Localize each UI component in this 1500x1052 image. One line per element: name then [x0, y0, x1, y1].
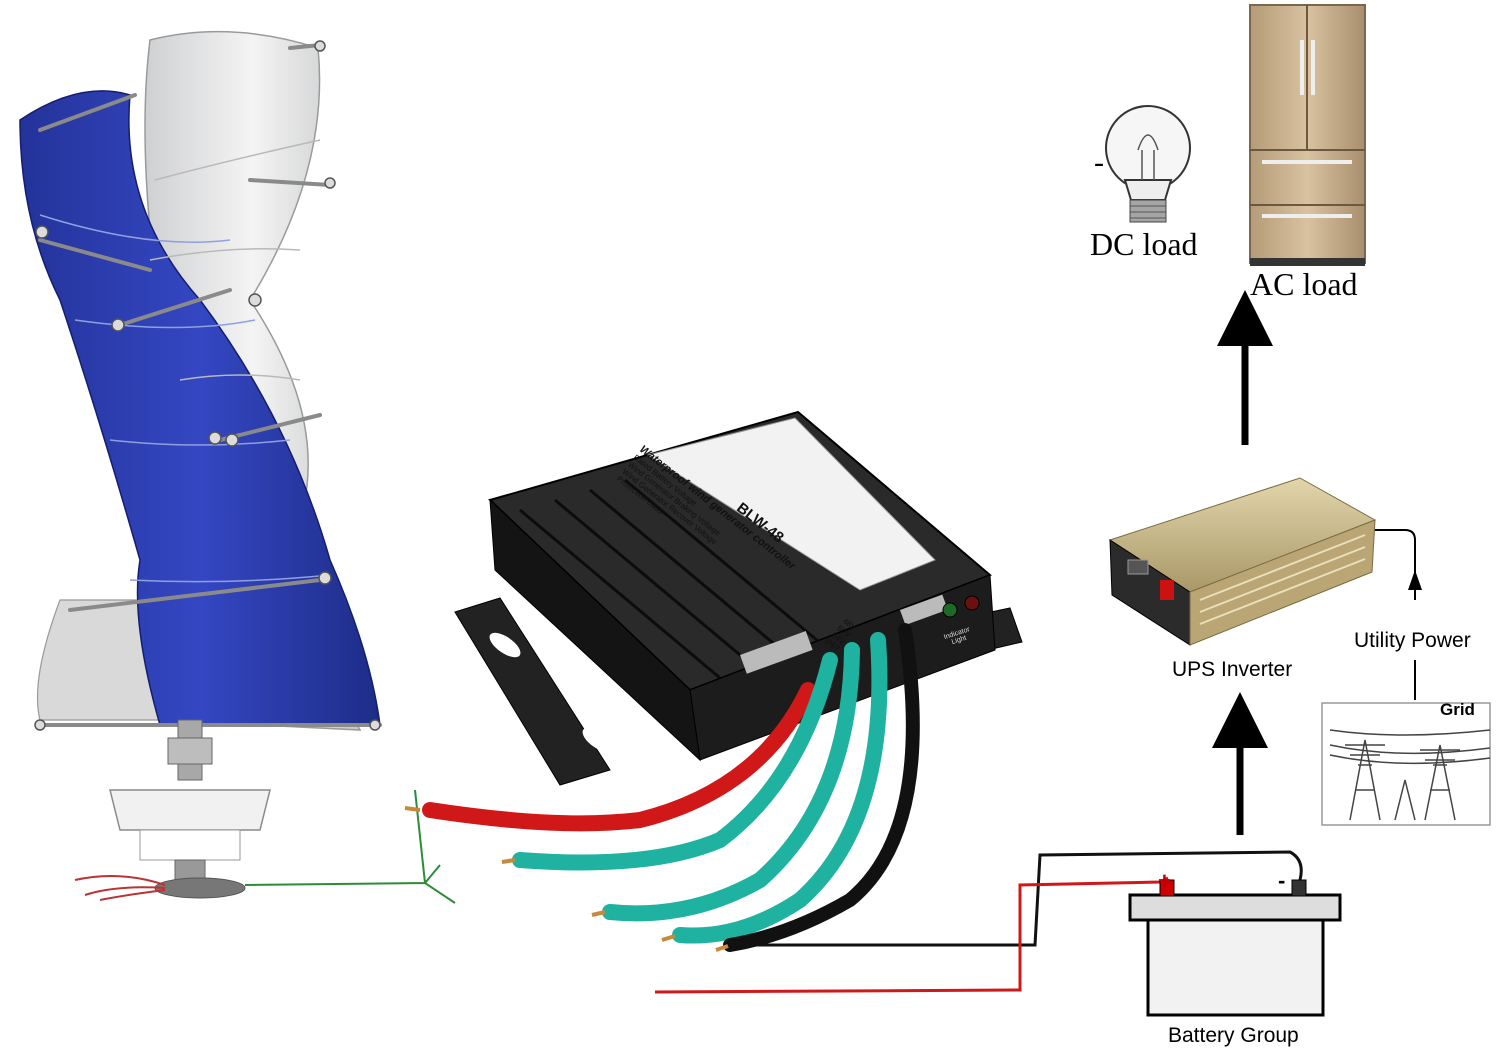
turbine-connection-line — [244, 789, 456, 904]
battery-wire-black — [740, 850, 1303, 947]
grid-label: Grid — [1440, 700, 1475, 719]
fridge-icon — [1249, 4, 1366, 266]
utility-power-label: Utility Power — [1354, 629, 1471, 652]
ac-load-label: AC load — [1250, 266, 1358, 302]
bulb-icon — [1105, 105, 1191, 223]
dc-load-label: DC load — [1090, 226, 1198, 262]
bulb-minus-sign: - — [1094, 146, 1104, 179]
battery-icon — [1128, 879, 1342, 1017]
wind-turbine-icon — [19, 30, 382, 901]
battery-group-label: Battery Group — [1168, 1024, 1299, 1047]
battery-minus-sign: - — [1278, 868, 1286, 893]
pylon-icon — [1321, 702, 1491, 826]
controller-icon — [404, 410, 1023, 952]
battery-plus-sign: + — [1158, 868, 1171, 893]
ups-inverter-label: UPS Inverter — [1172, 658, 1293, 681]
utility-power-line — [1372, 529, 1416, 700]
inverter-icon — [1108, 477, 1377, 646]
